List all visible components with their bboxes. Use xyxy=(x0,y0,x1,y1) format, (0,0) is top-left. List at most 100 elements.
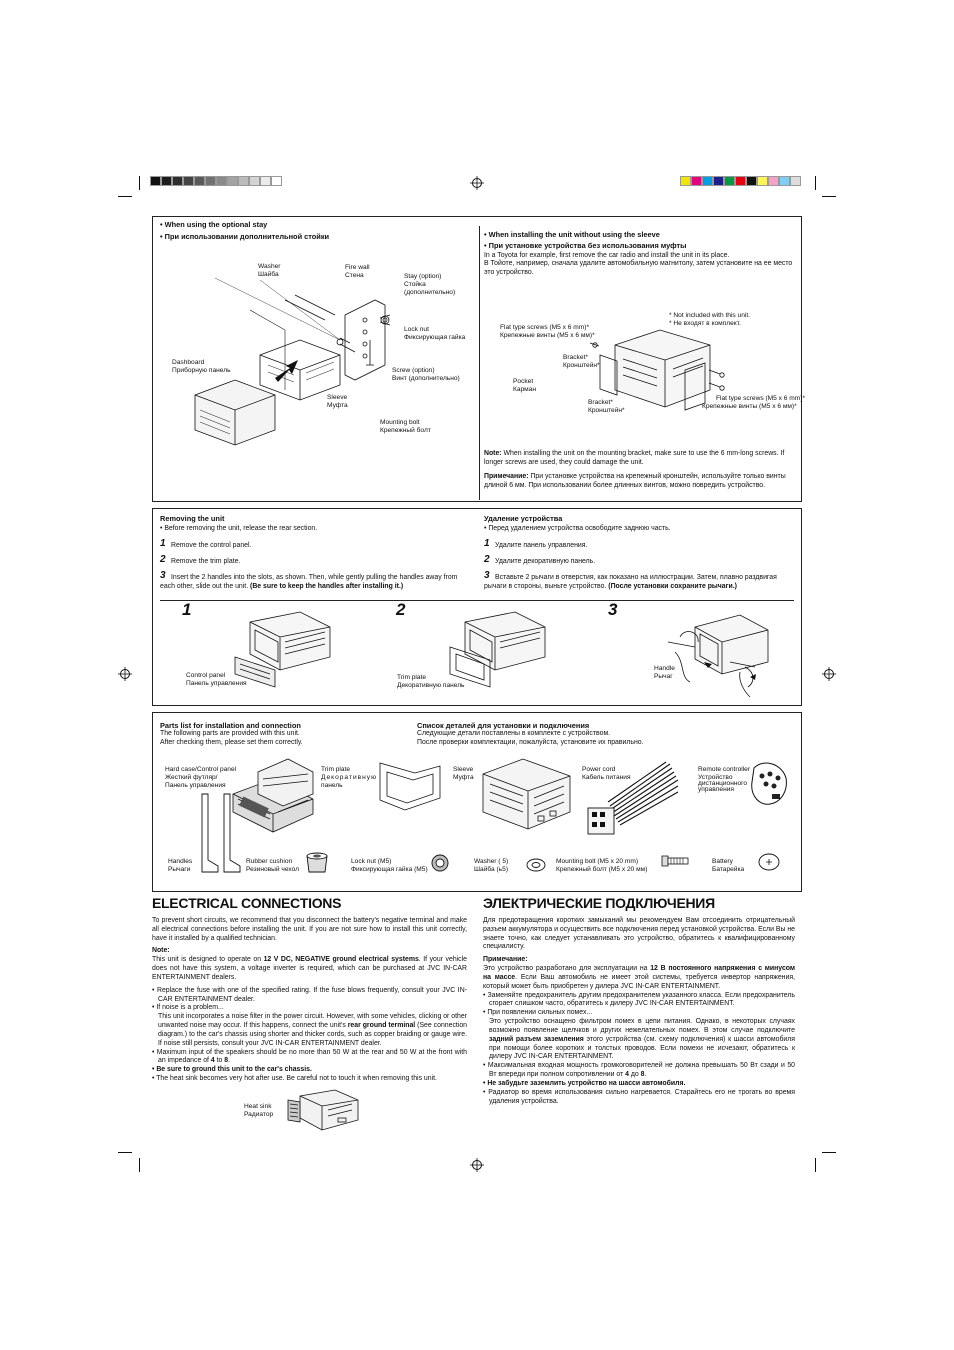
fig-control-panel-en: Control panel xyxy=(186,672,226,679)
intro-ru: Для предотвращения коротких замыканий мы… xyxy=(483,917,795,951)
nosleeve-text-en: In a Toyota for example, first remove th… xyxy=(484,252,730,259)
calibration-swatch xyxy=(746,176,757,186)
remove-with-handles-figure xyxy=(667,614,769,698)
label-stay-ru1: Стойка xyxy=(404,281,426,288)
label-bracket1-en: Bracket* xyxy=(563,354,588,361)
removing-bullet-ru: • Перед удалением устройства освободите … xyxy=(484,525,671,532)
removing-figure-divider xyxy=(160,600,794,601)
parts-box xyxy=(152,712,802,892)
calibration-swatch xyxy=(757,176,768,186)
step-1-text-ru: Удалите панель управления. xyxy=(495,542,588,549)
electrical-text-ru: Для предотвращения коротких замыканий мы… xyxy=(483,917,795,1106)
label-bracket2-en: Bracket* xyxy=(588,399,613,406)
part-sleeve-en: Sleeve xyxy=(453,766,474,773)
note-label-en: Note: xyxy=(152,947,170,955)
removing-bullet-en: • Before removing the unit, release the … xyxy=(160,525,318,532)
label-bracket2-ru: Кронштейн* xyxy=(588,407,625,414)
calibration-swatch xyxy=(216,176,227,186)
bullet-fuse-en: • Replace the fuse with one of the speci… xyxy=(152,986,467,1003)
crop-mark xyxy=(139,1158,140,1172)
calibration-swatch xyxy=(205,176,216,186)
bullet-noise-title-ru: • При появлении сильных помех... xyxy=(483,1009,593,1017)
heat-sink-illustration xyxy=(287,1089,359,1131)
removing-box xyxy=(152,508,802,706)
part-locknut-en: Lock nut (M5) xyxy=(351,858,392,865)
remote-controller-illustration xyxy=(751,762,787,805)
fig-control-panel-ru: Панель управления xyxy=(186,680,247,687)
crop-mark xyxy=(815,1158,816,1172)
calibration-swatch xyxy=(150,176,161,186)
calibration-swatch xyxy=(172,176,183,186)
trim-plate-illustration xyxy=(379,762,441,811)
note-en: This unit is designed to operate on 12 V… xyxy=(152,956,467,981)
label-bracket1-ru: Кронштейн* xyxy=(563,362,600,369)
label-locknut-en: Lock nut xyxy=(404,326,429,333)
bullet-fuse-ru: • Заменяйте предохранитель другим предох… xyxy=(483,991,795,1008)
step-2-number-en: 2 xyxy=(160,554,166,565)
label-flat1-en: Flat type screws (M5 x 6 mm)* xyxy=(500,324,590,331)
heatsink-label-ru: Радиатор xyxy=(244,1111,274,1118)
nosleeve-heading-ru: • При установке устройства без использов… xyxy=(484,241,687,250)
rubber-cushion-illustration xyxy=(306,852,328,873)
step-3-number-ru: 3 xyxy=(484,570,490,581)
part-locknut-ru: Фиксирующая гайка (M5) xyxy=(351,866,428,873)
parts-text-ru-2: После проверки комплектации, пожалуйста,… xyxy=(417,739,644,746)
calibration-swatch xyxy=(779,176,790,186)
part-washer-en: Washer ( 5) xyxy=(474,858,509,865)
mounting-bolt-illustration xyxy=(661,855,689,867)
figure-3-number: 3 xyxy=(608,600,618,619)
stay-heading-ru: • При использовании дополнительной стойк… xyxy=(160,232,330,241)
calibration-swatch xyxy=(735,176,746,186)
bullet-speakers-ru: • Максимальная входная мощность громкого… xyxy=(483,1062,795,1079)
installation-box xyxy=(152,216,802,502)
part-power-ru: Кабель питания xyxy=(582,774,631,781)
bracket-note-ru: Примечание: При установке устройства на … xyxy=(484,473,786,489)
calibration-swatch xyxy=(238,176,249,186)
part-handles-en: Handles xyxy=(168,858,193,865)
label-pocket-en: Pocket xyxy=(513,378,534,385)
fig-handle-ru: Рычаг xyxy=(654,673,673,680)
label-locknut-ru: Фиксирующая гайка xyxy=(404,334,466,341)
electrical-title-en: ELECTRICAL CONNECTIONS xyxy=(152,895,342,911)
parts-text-en-1: The following parts are provided with th… xyxy=(160,730,300,737)
part-remote-ru3: управления xyxy=(698,786,734,793)
part-hardcase-ru2: Панель управления xyxy=(165,782,226,789)
part-sleeve-ru: Муфта xyxy=(453,774,474,781)
label-firewall-en: Fire wall xyxy=(345,264,370,271)
part-remote-ru2: дистанционного xyxy=(698,780,748,787)
fig-trim-plate-en: Trim plate xyxy=(397,674,427,681)
label-pocket-ru: Карман xyxy=(513,386,537,393)
electrical-title-ru: ЭЛЕКТРИЧЕСКИЕ ПОДКЛЮЧЕНИЯ xyxy=(483,895,715,911)
installation-divider xyxy=(479,226,480,500)
label-sleeve-en: Sleeve xyxy=(327,394,348,401)
bullet-noise-title-en: • If noise is a problem... xyxy=(152,1004,224,1012)
part-trim-ru1: Декоративную xyxy=(321,774,378,781)
not-included-ru: * Не входят в комплект. xyxy=(669,320,741,327)
step-1-text-en: Remove the control panel. xyxy=(171,542,252,549)
step-3-text-en: Insert the 2 handles into the slots, as … xyxy=(160,574,458,590)
part-remote-en: Remote controller xyxy=(698,766,751,773)
not-included-en: * Not included with this unit. xyxy=(669,312,750,319)
calibration-swatch xyxy=(194,176,205,186)
label-flat1-ru: Крепежные винты (M5 x 6 мм)* xyxy=(500,332,595,339)
calibration-swatch xyxy=(713,176,724,186)
note-ru: Это устройство разработано для эксплуата… xyxy=(483,965,795,990)
label-stay-en: Stay (option) xyxy=(404,273,442,280)
handles-illustration xyxy=(201,793,241,873)
part-washer-ru: Шайба (ь5) xyxy=(474,866,509,873)
label-bolt-en: Mounting bolt xyxy=(380,419,420,426)
removing-title-ru: Удаление устройства xyxy=(484,514,563,523)
bullet-noise-ru: Это устройство оснащено фильтром помех в… xyxy=(489,1018,795,1061)
label-dashboard-ru: Приборную панель xyxy=(172,367,231,374)
part-cushion-en: Rubber cushion xyxy=(246,858,293,865)
washer-illustration xyxy=(526,858,546,872)
power-cord-illustration xyxy=(587,761,679,835)
removing-title-en: Removing the unit xyxy=(160,514,225,523)
crop-mark xyxy=(815,176,816,190)
crop-mark xyxy=(822,196,836,197)
part-bolt-ru: Крепежный болт (M5 x 20 мм) xyxy=(556,866,648,873)
label-flat2-en: Flat type screws (M5 x 6 mm)* xyxy=(716,395,806,402)
stay-heading-en: • When using the optional stay xyxy=(160,220,268,229)
crop-mark xyxy=(118,196,132,197)
part-battery-ru: Батарейка xyxy=(712,866,745,873)
